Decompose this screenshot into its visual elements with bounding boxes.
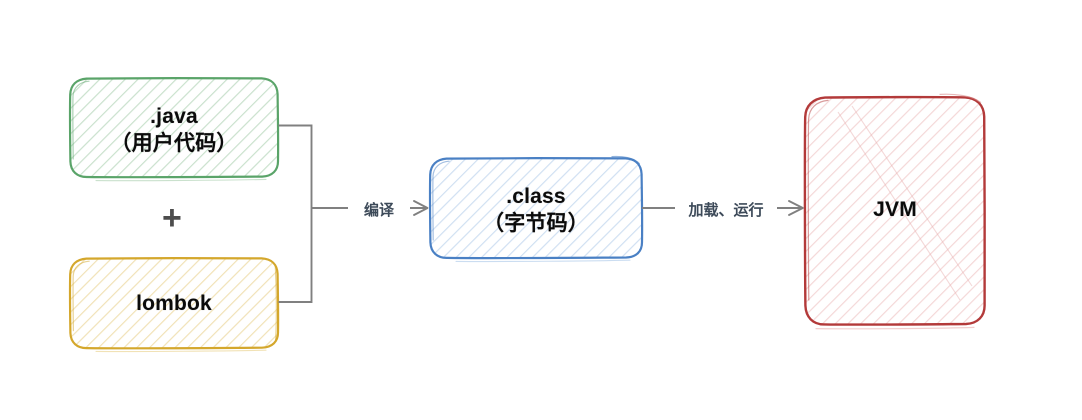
java-source-shape[interactable] bbox=[68, 77, 280, 182]
jvm-shape[interactable] bbox=[803, 93, 986, 330]
compile-edge-arrow bbox=[404, 200, 429, 216]
lombok-shape[interactable] bbox=[68, 257, 280, 353]
class-file-shape[interactable] bbox=[428, 155, 644, 263]
load-run-edge-arrow bbox=[642, 200, 804, 216]
merge-bracket-connector bbox=[278, 124, 348, 303]
